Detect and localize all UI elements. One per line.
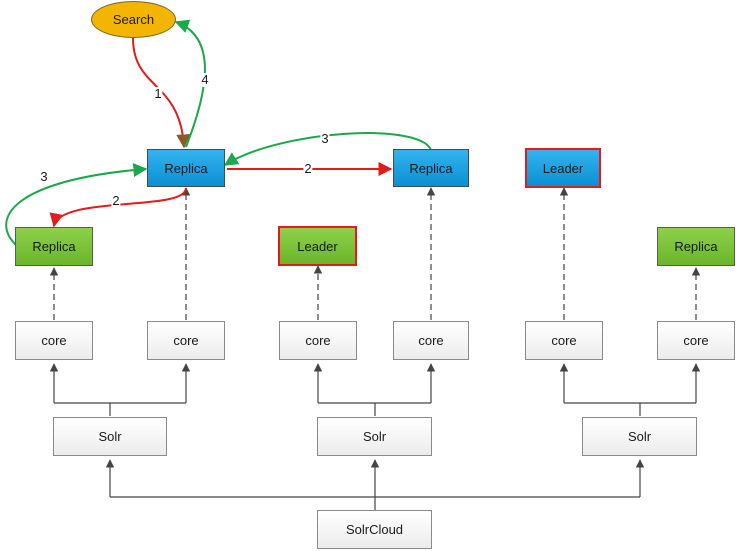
replica-node-top-mid: Replica xyxy=(393,149,469,187)
core-node-3: core xyxy=(279,321,357,360)
core-to-replica-dashed-links xyxy=(49,187,701,320)
edge-label-left-replica-to-replica: 3 xyxy=(39,169,49,184)
core-node-1: core xyxy=(15,321,93,360)
solr-node-2: Solr xyxy=(317,417,432,456)
solr-node-1: Solr xyxy=(53,417,167,456)
replica-node-left: Replica xyxy=(15,227,93,266)
edge-label-mid-replica-to-replica: 3 xyxy=(320,131,330,146)
edge-label-replica-to-search: 4 xyxy=(200,72,210,87)
solr-node-3: Solr xyxy=(582,417,697,456)
core-node-6: core xyxy=(657,321,735,360)
leader-node-top-right: Leader xyxy=(525,148,601,188)
solrcloud-node: SolrCloud xyxy=(317,510,432,549)
search-node: Search xyxy=(91,1,176,38)
core-node-5: core xyxy=(525,321,603,360)
edge-label-replica-to-left-replica: 2 xyxy=(111,193,121,208)
solr-to-core-connectors xyxy=(49,363,701,416)
leader-node-mid: Leader xyxy=(278,226,357,266)
core-node-2: core xyxy=(147,321,225,360)
solrcloud-to-solr-connectors xyxy=(105,459,645,510)
replica-node-right: Replica xyxy=(657,227,735,266)
request-arrows xyxy=(49,37,393,228)
replica-node-top-left: Replica xyxy=(147,149,225,187)
core-node-4: core xyxy=(393,321,469,360)
edge-label-search-to-replica: 1 xyxy=(153,86,163,101)
edge-label-replica-to-replica: 2 xyxy=(303,161,313,176)
